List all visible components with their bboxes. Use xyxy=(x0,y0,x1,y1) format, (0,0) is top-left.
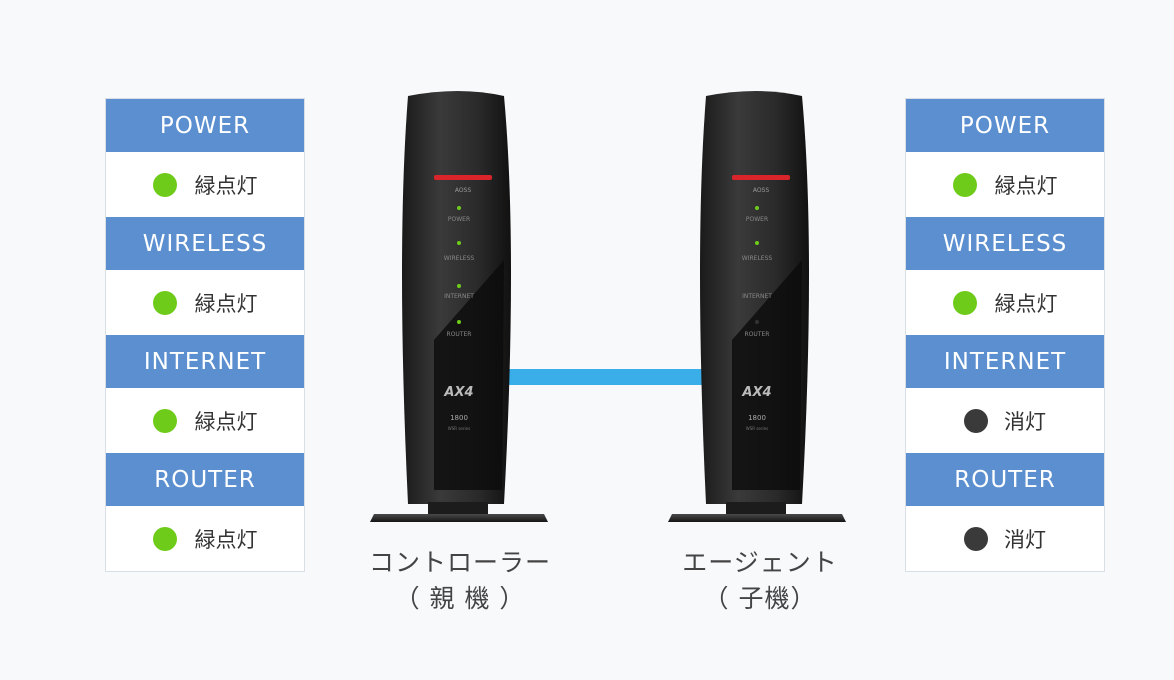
led-status-internet: 消灯 xyxy=(906,388,1104,453)
router-led-wireless-label: WIRELESS xyxy=(444,255,475,262)
led-off-icon xyxy=(964,526,988,551)
router-stand-neck xyxy=(428,502,488,514)
led-status-power: 緑点灯 xyxy=(106,152,304,217)
led-on-icon xyxy=(952,172,977,197)
router-brand-logo: AX4 xyxy=(443,385,473,400)
router-led-wireless-icon xyxy=(457,241,461,245)
router-led-router-icon xyxy=(457,320,461,324)
led-on-icon xyxy=(952,290,977,315)
router-led-internet-icon xyxy=(457,284,461,288)
led-label-power: POWER xyxy=(906,99,1104,152)
router-red-indicator xyxy=(434,175,492,180)
router-led-router-label: ROUTER xyxy=(745,331,770,338)
led-status-power: 緑点灯 xyxy=(906,152,1104,217)
led-status-wireless: 緑点灯 xyxy=(906,270,1104,335)
led-on-icon xyxy=(152,172,177,197)
controller-caption-line1: コントローラー xyxy=(368,548,551,577)
agent-caption: エージェント （ 子機） xyxy=(650,545,870,617)
controller-router-image: AOSS POWER WIRELESS INTERNET ROUTER AX4 … xyxy=(370,91,548,522)
router-top-label: AOSS xyxy=(753,187,770,194)
router-led-internet-label: INTERNET xyxy=(742,293,772,300)
router-led-router-icon xyxy=(755,320,759,324)
router-model: 1800 xyxy=(450,414,468,422)
controller-caption-line2: （ 親 機 ） xyxy=(394,584,526,613)
agent-router-image: AOSS POWER WIRELESS INTERNET ROUTER AX4 … xyxy=(668,91,846,522)
router-led-wireless-label: WIRELESS xyxy=(742,255,773,262)
led-on-icon xyxy=(152,408,177,433)
agent-caption-line2: （ 子機） xyxy=(703,584,817,613)
router-series: WSR series xyxy=(746,426,768,431)
agent-led-panel: POWER 緑点灯 WIRELESS 緑点灯 INTERNET 消灯 ROUTE… xyxy=(905,98,1105,572)
router-stand xyxy=(370,514,548,522)
led-status-text: 緑点灯 xyxy=(994,173,1058,198)
router-led-power-icon xyxy=(457,206,461,210)
led-label-internet: INTERNET xyxy=(106,335,304,388)
router-led-power-label: POWER xyxy=(448,216,470,223)
led-label-wireless: WIRELESS xyxy=(906,217,1104,270)
led-off-icon xyxy=(964,408,988,433)
router-led-router-label: ROUTER xyxy=(447,331,472,338)
router-stand-neck xyxy=(726,502,786,514)
led-label-power: POWER xyxy=(106,99,304,152)
router-series: WSR series xyxy=(448,426,470,431)
led-label-wireless: WIRELESS xyxy=(106,217,304,270)
router-stand xyxy=(668,514,846,522)
led-status-router: 消灯 xyxy=(906,506,1104,571)
led-status-wireless: 緑点灯 xyxy=(106,270,304,335)
router-led-internet-label: INTERNET xyxy=(444,293,474,300)
led-status-text: 緑点灯 xyxy=(194,527,258,552)
led-status-text: 消灯 xyxy=(1004,527,1046,552)
router-front-panel xyxy=(434,260,504,490)
router-led-power-label: POWER xyxy=(746,216,768,223)
router-front-panel xyxy=(732,260,802,490)
led-status-router: 緑点灯 xyxy=(106,506,304,571)
led-status-text: 消灯 xyxy=(1004,409,1046,434)
controller-caption: コントローラー （ 親 機 ） xyxy=(350,545,570,617)
router-model: 1800 xyxy=(748,414,766,422)
connection-cable xyxy=(504,369,710,385)
led-status-text: 緑点灯 xyxy=(194,409,258,434)
agent-caption-line1: エージェント xyxy=(682,548,838,577)
router-led-internet-icon xyxy=(755,284,759,288)
led-on-icon xyxy=(152,290,177,315)
led-label-router: ROUTER xyxy=(906,453,1104,506)
router-led-wireless-icon xyxy=(755,241,759,245)
led-status-internet: 緑点灯 xyxy=(106,388,304,453)
led-on-icon xyxy=(152,526,177,551)
controller-led-panel: POWER 緑点灯 WIRELESS 緑点灯 INTERNET 緑点灯 ROUT… xyxy=(105,98,305,572)
led-label-internet: INTERNET xyxy=(906,335,1104,388)
led-label-router: ROUTER xyxy=(106,453,304,506)
led-status-text: 緑点灯 xyxy=(194,291,258,316)
led-status-text: 緑点灯 xyxy=(194,173,258,198)
router-led-power-icon xyxy=(755,206,759,210)
router-red-indicator xyxy=(732,175,790,180)
led-status-text: 緑点灯 xyxy=(994,291,1058,316)
router-top-label: AOSS xyxy=(455,187,472,194)
router-brand-logo: AX4 xyxy=(741,385,771,400)
